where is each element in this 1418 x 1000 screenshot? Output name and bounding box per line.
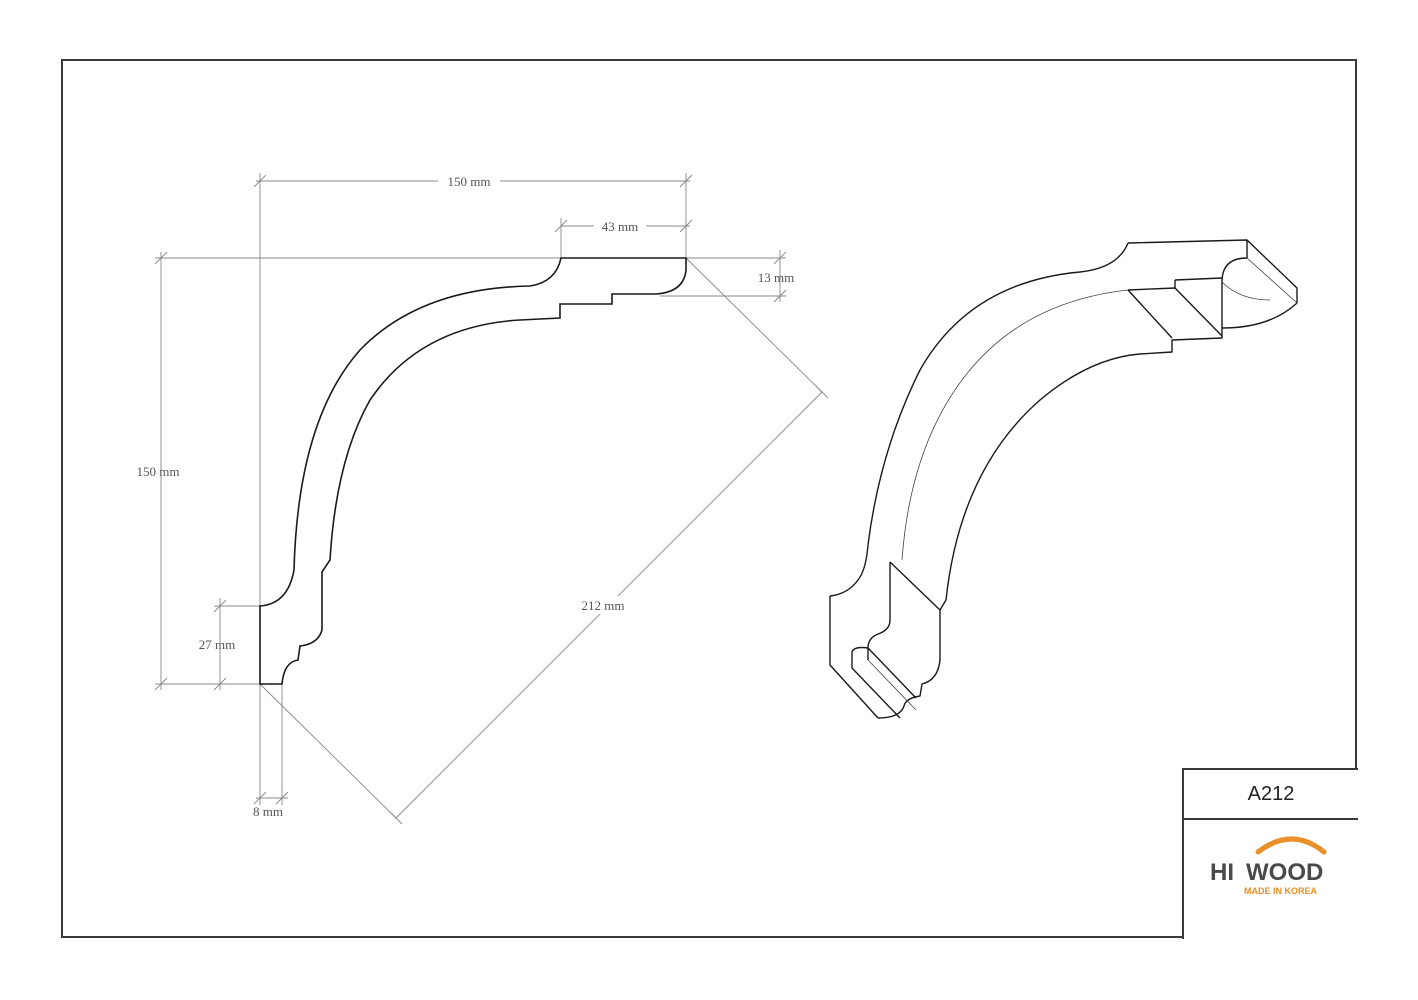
dim-bottom-flat: 27 mm <box>199 637 235 652</box>
svg-text:WOOD: WOOD <box>1246 859 1323 886</box>
svg-text:MADE IN KOREA: MADE IN KOREA <box>1244 886 1318 896</box>
title-block: A212 HI WOOD MADE IN KOREA <box>1182 768 1358 939</box>
dim-top-flat: 43 mm <box>602 219 638 234</box>
isometric-view <box>829 239 1298 719</box>
dim-height: 150 mm <box>137 464 180 479</box>
dimension-lines <box>154 173 829 825</box>
hiwood-logo: HI WOOD MADE IN KOREA <box>1184 820 1358 939</box>
svg-text:HI: HI <box>1210 859 1234 886</box>
dim-bottom-return: 8 mm <box>253 804 283 819</box>
drawing-sheet <box>61 59 1357 938</box>
dim-top-width: 150 mm <box>448 174 491 189</box>
moulding-profile <box>259 257 687 685</box>
dim-diagonal: 212 mm <box>582 598 625 613</box>
dim-top-drop: 13 mm <box>758 270 794 285</box>
model-number: A212 <box>1184 770 1358 820</box>
